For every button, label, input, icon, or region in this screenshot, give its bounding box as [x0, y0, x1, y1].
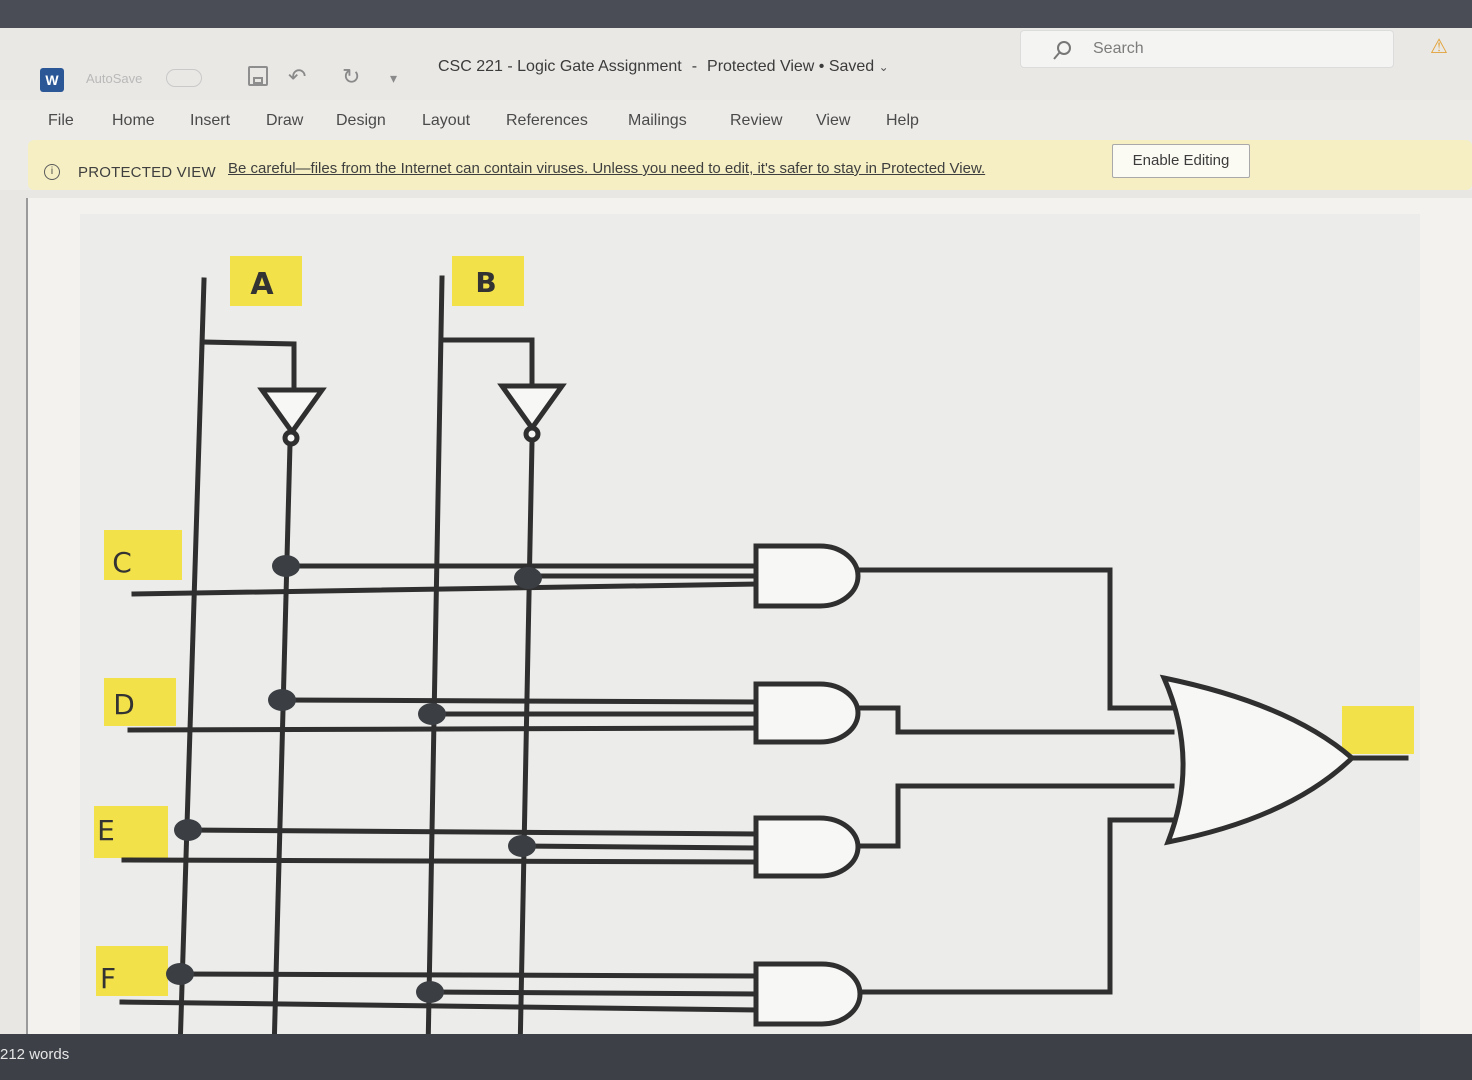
word-window: W AutoSave ↶ ↻ ▾ CSC 221 - Logic Gate As… — [0, 28, 1472, 1080]
and-gate-1 — [753, 543, 861, 609]
tab-home[interactable]: Home — [112, 112, 155, 129]
chevron-down-icon: ⌄ — [878, 60, 889, 74]
tab-review[interactable]: Review — [730, 112, 783, 129]
label-f-box — [96, 946, 168, 996]
and3-input-1 — [185, 827, 759, 837]
wires — [119, 275, 1409, 1057]
and-gate-3 — [753, 815, 861, 879]
output-label-box — [1342, 706, 1414, 754]
and-gate-2 — [753, 681, 861, 745]
label-e-box — [94, 806, 168, 858]
tab-view[interactable]: View — [816, 112, 851, 129]
junction-dots — [166, 555, 542, 1003]
wire-not-b — [517, 439, 535, 1057]
and-gates — [753, 543, 863, 1027]
customize-icon[interactable]: ▾ — [390, 70, 398, 86]
not-gate-b — [497, 383, 567, 433]
junction-dot — [514, 567, 542, 589]
label-b-box — [452, 256, 524, 306]
label-e: E — [97, 814, 115, 847]
junction-dot — [418, 703, 446, 725]
search-icon — [1053, 41, 1071, 60]
document-title[interactable]: CSC 221 - Logic Gate Assignment-Protecte… — [438, 58, 889, 76]
save-icon[interactable] — [248, 66, 268, 86]
and3-input-2 — [519, 843, 759, 851]
tab-help[interactable]: Help — [886, 112, 919, 129]
not-gate-a — [257, 387, 327, 437]
junction-dot — [416, 981, 444, 1003]
undo-icon[interactable]: ↶ — [288, 64, 307, 89]
wire-c — [131, 581, 759, 597]
wire-not-a — [271, 441, 293, 1055]
wire-d — [127, 725, 759, 733]
tab-draw[interactable]: Draw — [266, 112, 304, 129]
and1-output — [855, 567, 1175, 711]
autosave-label: AutoSave — [86, 71, 143, 86]
title-bar: W AutoSave ↶ ↻ ▾ CSC 221 - Logic Gate As… — [0, 28, 1472, 100]
tab-file[interactable]: File — [48, 112, 74, 129]
label-b: B — [475, 266, 496, 299]
wire-f — [119, 999, 759, 1013]
protected-view-bar: i PROTECTED VIEW Be careful—files from t… — [28, 140, 1472, 190]
junction-dot — [174, 819, 202, 841]
tab-references[interactable]: References — [506, 112, 588, 129]
redo-icon[interactable]: ↻ — [342, 64, 361, 89]
not-gate-a-bubble — [282, 429, 300, 447]
doc-name: CSC 221 - Logic Gate Assignment — [438, 58, 682, 75]
title-separator: - — [691, 58, 698, 75]
word-app-icon: W — [40, 68, 64, 92]
label-a-box — [230, 256, 302, 306]
warning-icon[interactable]: ⚠ — [1430, 36, 1448, 58]
and-gate-4 — [753, 961, 863, 1027]
tab-design[interactable]: Design — [336, 112, 386, 129]
label-d-box — [104, 678, 176, 726]
and4-input-1 — [177, 971, 759, 979]
wire-b — [425, 275, 445, 1055]
circuit-image-background — [80, 214, 1420, 1068]
info-icon: i — [44, 164, 60, 180]
junction-dot — [272, 555, 300, 577]
label-d: D — [113, 688, 135, 721]
tab-insert[interactable]: Insert — [190, 112, 231, 129]
label-c: C — [112, 546, 132, 579]
junction-dot — [508, 835, 536, 857]
tab-mailings[interactable]: Mailings — [628, 112, 687, 129]
label-c-box — [104, 530, 182, 580]
enable-editing-button[interactable]: Enable Editing — [1112, 144, 1250, 178]
status-bar: 212 words — [0, 1034, 1472, 1080]
protected-view-message[interactable]: Be careful—files from the Internet can c… — [228, 160, 986, 177]
tab-layout[interactable]: Layout — [422, 112, 471, 129]
ribbon-tabs: File Home Insert Draw Design Layout Refe… — [0, 100, 1472, 140]
search-placeholder: Search — [1093, 40, 1144, 57]
autosave-toggle[interactable] — [166, 69, 202, 87]
wire-a-branch — [201, 339, 297, 391]
wire-e — [121, 857, 759, 865]
word-count[interactable]: 212 words — [0, 1046, 70, 1063]
logic-circuit-diagram: A B C D E F — [80, 214, 1420, 1068]
search-box[interactable]: Search — [1020, 30, 1394, 68]
and4-output — [861, 817, 1175, 995]
wire-a — [177, 277, 207, 1053]
not-gate-b-bubble — [523, 425, 541, 443]
and3-output — [855, 783, 1175, 849]
or-gate — [1159, 674, 1356, 846]
and2-output — [855, 705, 1175, 735]
label-f: F — [100, 962, 116, 995]
protected-view-label: PROTECTED VIEW — [78, 164, 216, 181]
view-status: Protected View • Saved — [707, 58, 875, 75]
label-a: A — [250, 267, 274, 302]
wire-b-branch — [439, 337, 535, 387]
junction-dot — [166, 963, 194, 985]
and2-input-1 — [279, 697, 759, 705]
junction-dot — [268, 689, 296, 711]
and4-input-2 — [427, 989, 759, 997]
not-gates — [257, 383, 567, 447]
